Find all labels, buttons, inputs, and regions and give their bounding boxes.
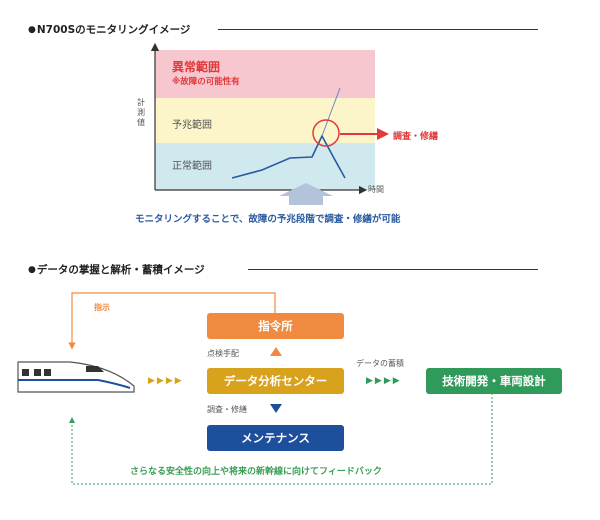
- instruction-label: 指示: [94, 303, 110, 312]
- section1-title-text: N700Sのモニタリングイメージ: [36, 24, 191, 36]
- chevrons-train-to-center: ▶▶▶▶: [148, 376, 184, 386]
- command-center-box: 指令所: [207, 313, 344, 339]
- precursor-zone-label: 予兆範囲: [172, 120, 212, 131]
- inspection-label: 点検手配: [207, 349, 239, 358]
- up-triangle-icon: [270, 347, 282, 356]
- measurement-line: [231, 134, 346, 179]
- section1-rule: [218, 29, 538, 30]
- data-center-box: データ分析センター: [207, 368, 344, 394]
- train-icon: [17, 361, 135, 393]
- callout-label: 調査・修繕: [393, 132, 439, 142]
- monitoring-chart: [155, 50, 375, 190]
- instruction-arrow: [68, 292, 276, 350]
- section1-title: ● N700Sのモニタリングイメージ: [28, 22, 190, 37]
- section1-caption: モニタリングすることで、故障の予兆段階で調査・修繕が可能: [135, 214, 401, 225]
- y-axis-label: 計 測 値: [137, 98, 145, 127]
- down-triangle-icon: [270, 404, 282, 413]
- feedback-arrow: [69, 393, 493, 485]
- accumulation-label: データの蓄積: [356, 359, 404, 368]
- up-arrow: [279, 183, 333, 205]
- section2-title-text: データの掌握と解析・蓄積イメージ: [36, 264, 205, 276]
- section2-title: ● データの掌握と解析・蓄積イメージ: [28, 262, 205, 277]
- section2-rule: [248, 269, 538, 270]
- abnormal-zone-note: ※故障の可能性有: [172, 77, 240, 87]
- chart-overlay: [150, 42, 389, 205]
- tech-design-box: 技術開発・車両設計: [426, 368, 562, 394]
- x-axis-label: 時間: [368, 185, 384, 194]
- survey-label: 調査・修繕: [207, 405, 247, 414]
- bullet-icon: ●: [28, 24, 36, 35]
- bullet-icon: ●: [28, 264, 36, 275]
- alert-circle: [312, 119, 340, 147]
- abnormal-zone-label: 異常範囲: [172, 60, 221, 74]
- projection-line: [321, 87, 341, 137]
- feedback-caption: さらなる安全性の向上や将来の新幹線に向けてフィードバック: [130, 467, 382, 477]
- chevrons-center-to-tech: ▶▶▶▶: [366, 376, 402, 386]
- normal-zone-label: 正常範囲: [172, 161, 212, 172]
- abnormal-zone: [155, 50, 375, 98]
- maintenance-box: メンテナンス: [207, 425, 344, 451]
